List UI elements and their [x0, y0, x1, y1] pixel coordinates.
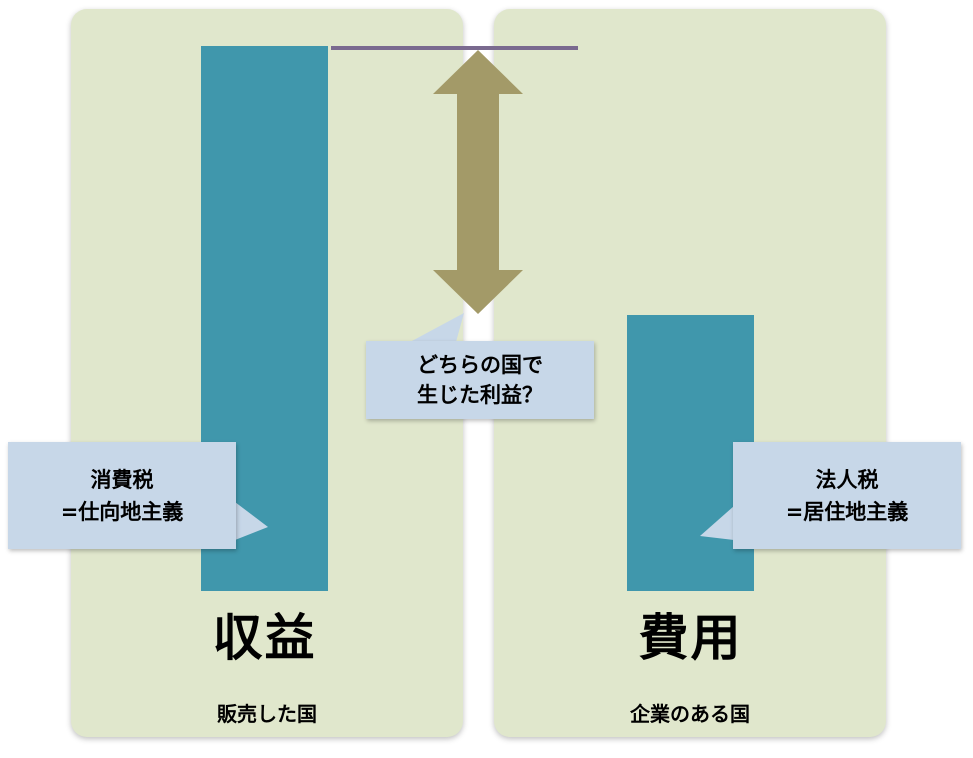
cost-label: 費用 [638, 609, 743, 667]
vat-callout-tail [235, 502, 268, 540]
profit-callout: どちらの国で 生じた利益？ [366, 341, 594, 419]
vat-callout: 消費税 =仕向地主義 [8, 442, 236, 549]
cost-bar [627, 315, 754, 591]
selling-country-label: 販売した国 [217, 702, 317, 726]
corporate-tax-callout: 法人税 =居住地主義 [733, 442, 961, 549]
vat-callout-line2: =仕向地主義 [60, 499, 184, 524]
double-arrow-icon [433, 50, 523, 314]
company-country-label: 企業のある国 [630, 702, 750, 726]
profit-callout-tail [410, 313, 464, 342]
vat-callout-line1: 消費税 [90, 467, 154, 492]
profit-callout-line1: どちらの国で [417, 353, 543, 377]
corp-callout-tail [700, 506, 734, 540]
revenue-label: 収益 [212, 609, 317, 667]
corp-callout-line1: 法人税 [815, 467, 879, 492]
corp-callout-line2: =居住地主義 [785, 499, 909, 524]
profit-callout-line2: 生じた利益？ [417, 383, 543, 407]
